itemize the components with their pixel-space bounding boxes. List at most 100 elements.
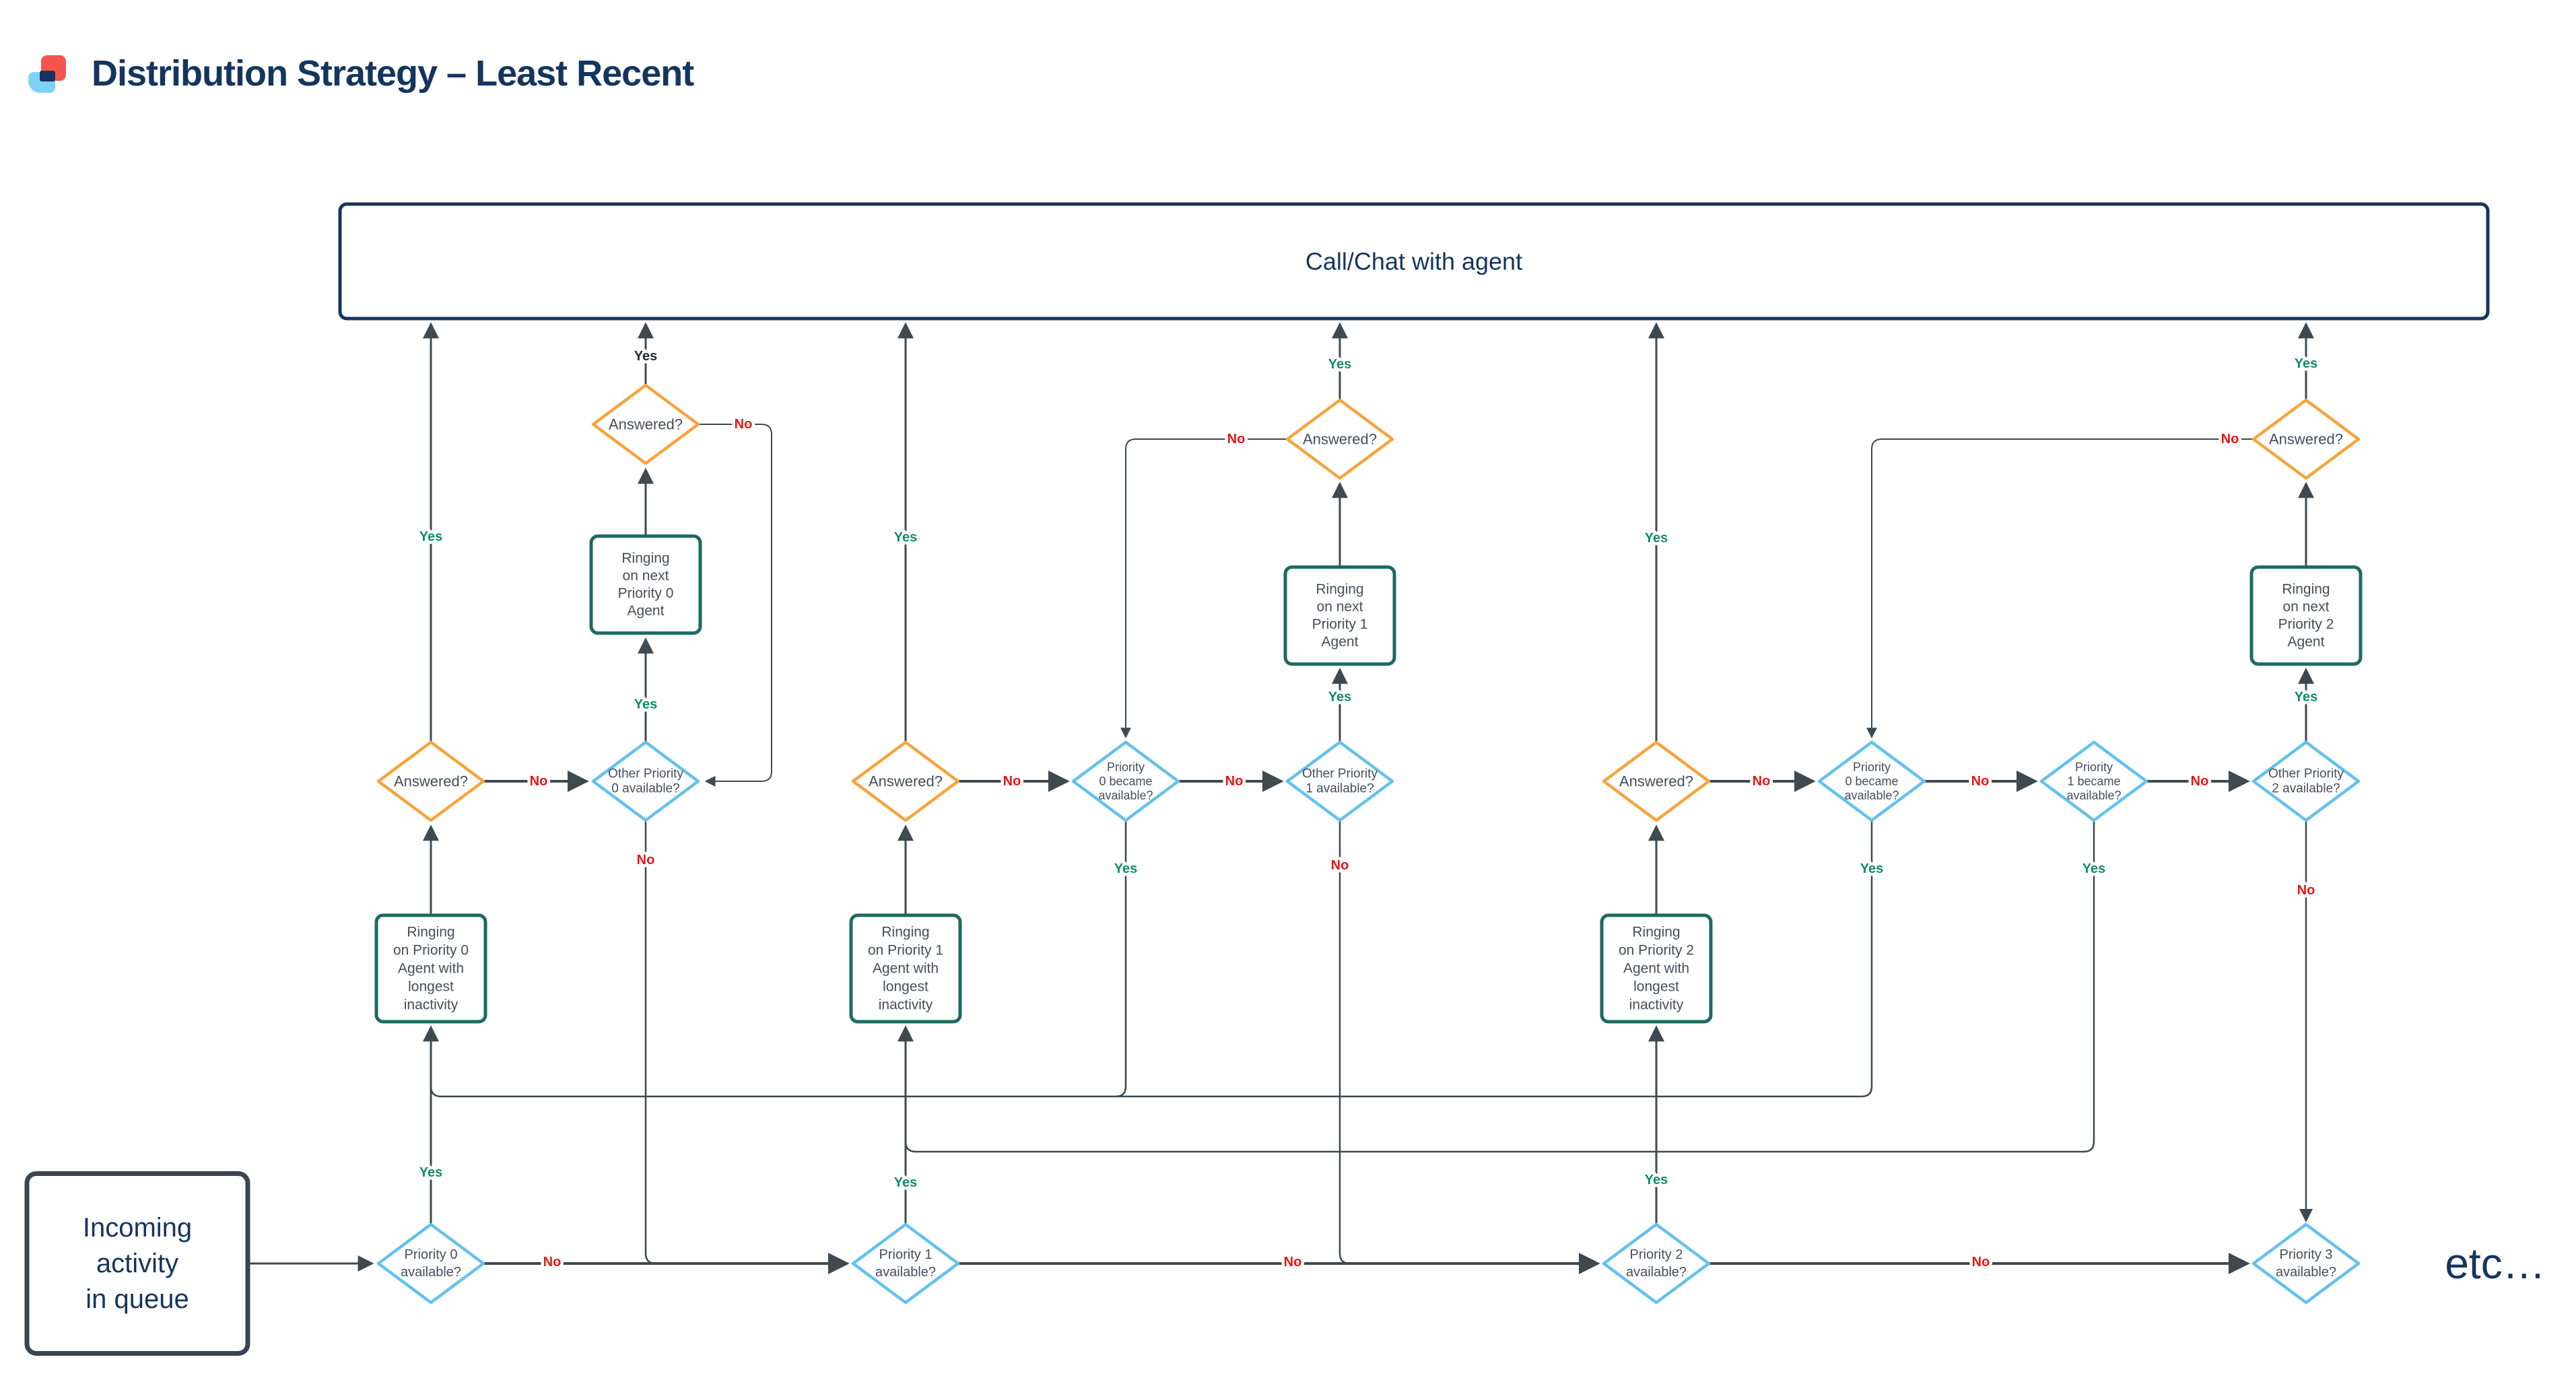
priority-1-became-available-shape <box>2039 740 2148 822</box>
incoming-activity-in-queue-label-line: Incoming <box>83 1213 192 1243</box>
edge-label-no-27: No <box>2221 432 2239 447</box>
answered-top-2-shape <box>1285 398 1394 480</box>
ringing-next-priority-2-agent-shape <box>2249 565 2363 666</box>
priority-0-became-available-b-label-line: Priority <box>1853 760 1891 774</box>
ringing-next-priority-1-agent-shape <box>1283 565 1396 666</box>
edge-label-no-21: No <box>1971 774 1990 789</box>
other-priority-2-available-label-line: 2 available? <box>2272 782 2340 796</box>
priority-2-available-label-line: Priority 2 <box>1630 1247 1683 1262</box>
other-priority-0-available-shape <box>591 740 700 822</box>
edge-label-yes-9: Yes <box>894 530 917 545</box>
priority-0-became-available-a-label-line: available? <box>1098 789 1153 802</box>
edge-label-no-15: No <box>1227 432 1246 447</box>
priority-0-became-available-b-label-line: 0 became <box>1845 775 1898 788</box>
other-priority-1-available-shape <box>1285 740 1394 822</box>
edge-label-yes-8: Yes <box>894 1175 917 1190</box>
edge-label-yes-1: Yes <box>419 529 442 544</box>
answered-top-1-shape <box>591 383 700 465</box>
edge-other1-no-down-merge <box>1338 820 1351 1265</box>
priority-3-available-label-line: Priority 3 <box>2280 1247 2333 1262</box>
ringing-priority-2-longest-inactivity-label-line: longest <box>1633 979 1679 995</box>
ringing-next-priority-1-agent-label-line: Priority 1 <box>1312 617 1368 632</box>
priority-0-became-available-a-label-line: Priority <box>1107 760 1145 774</box>
ringing-priority-1-longest-inactivity-label-line: on Priority 1 <box>868 943 943 958</box>
app-logo-icon <box>28 55 66 93</box>
edge-label-yes-24: Yes <box>2082 861 2105 876</box>
ringing-priority-0-longest-inactivity-label-line: longest <box>408 979 454 995</box>
other-priority-1-available-label-line: 1 available? <box>1306 782 1374 796</box>
other-priority-1-available-label-line: Other Priority <box>1302 767 1378 781</box>
answered-mid-1-label-line: Answered? <box>394 773 468 790</box>
node-answered-mid-3: Answered? <box>1602 740 1711 822</box>
other-priority-2-available-shape <box>2251 740 2361 822</box>
edge-label-no-5: No <box>735 417 753 432</box>
ringing-priority-2-longest-inactivity-label-line: Ringing <box>1632 925 1680 940</box>
incoming-activity-in-queue-label-line: activity <box>96 1249 178 1278</box>
priority-1-available-shape <box>851 1222 960 1305</box>
ringing-priority-0-longest-inactivity-label-line: inactivity <box>404 997 459 1013</box>
incoming-activity-in-queue-shape <box>24 1171 250 1356</box>
edge-label-yes-3: Yes <box>634 697 657 712</box>
priority-0-available-shape <box>376 1222 485 1305</box>
ringing-next-priority-2-agent-label-line: on next <box>2283 599 2330 615</box>
edge-became-p1-yes-long-merge <box>904 820 2095 1153</box>
priority-1-became-available-label-line: available? <box>2066 789 2121 802</box>
priority-3-available-shape <box>2251 1222 2361 1305</box>
priority-0-became-available-b-shape <box>1817 740 1926 822</box>
edge-label-no-2: No <box>530 774 548 789</box>
node-ringing-priority-0-longest-inactivity: Ringing on Priority 0 Agent with longest ina… <box>374 913 487 1024</box>
ringing-priority-0-longest-inactivity-label-line: on Priority 0 <box>393 943 469 958</box>
etc-note: etc… <box>2445 1239 2545 1288</box>
edge-label-yes-19: Yes <box>1645 531 1668 546</box>
node-answered-mid-1: Answered? <box>376 740 485 822</box>
node-call-chat-with-agent: Call/Chat with agent <box>338 202 2490 321</box>
edge-label-no-7: No <box>543 1255 562 1270</box>
edge-label-yes-0: Yes <box>419 1165 442 1180</box>
answered-top-2-label-line: Answered? <box>1303 431 1377 448</box>
priority-1-available-label-line: available? <box>875 1265 936 1280</box>
edge-label-yes-12: Yes <box>1114 861 1137 876</box>
edge-label-no-20: No <box>1753 774 1771 789</box>
priority-0-available-label-line: Priority 0 <box>405 1247 458 1262</box>
answered-mid-2-label-line: Answered? <box>869 773 943 790</box>
ringing-next-priority-0-agent-label-line: Agent <box>628 603 665 619</box>
ringing-priority-1-longest-inactivity-label-line: Ringing <box>881 925 929 940</box>
ringing-priority-0-longest-inactivity-label-line: Agent with <box>398 961 464 977</box>
edge-label-yes-14: Yes <box>1328 357 1351 372</box>
other-priority-0-available-label-line: Other Priority <box>608 767 683 781</box>
edge-label-no-11: No <box>1225 774 1244 789</box>
ringing-priority-1-longest-inactivity-shape <box>849 913 962 1024</box>
edge-answered-top1-no-loop <box>698 424 772 787</box>
ringing-next-priority-0-agent-shape <box>589 534 702 635</box>
ringing-priority-2-longest-inactivity-label-line: inactivity <box>1629 997 1684 1013</box>
ringing-next-priority-0-agent-label-line: Priority 0 <box>618 586 674 601</box>
ringing-priority-1-longest-inactivity-label-line: inactivity <box>879 997 933 1013</box>
page-title: Distribution Strategy – Least Recent <box>92 53 694 94</box>
ringing-priority-2-longest-inactivity-shape <box>1600 913 1713 1024</box>
ringing-priority-0-longest-inactivity-label-line: Ringing <box>407 925 454 940</box>
ringing-next-priority-2-agent-label-line: Ringing <box>2282 582 2330 597</box>
priority-2-available-shape <box>1602 1222 1711 1305</box>
edge-label-no-28: No <box>2297 883 2315 898</box>
edge-label-no-10: No <box>1003 774 1021 789</box>
priority-1-became-available-label-line: 1 became <box>2067 775 2120 788</box>
priority-0-became-available-a-shape <box>1071 740 1180 822</box>
node-answered-mid-2: Answered? <box>851 740 960 822</box>
priority-0-available-label-line: available? <box>401 1265 461 1280</box>
ringing-next-priority-0-agent-label-line: on next <box>623 568 669 584</box>
answered-top-3-shape <box>2251 398 2361 480</box>
